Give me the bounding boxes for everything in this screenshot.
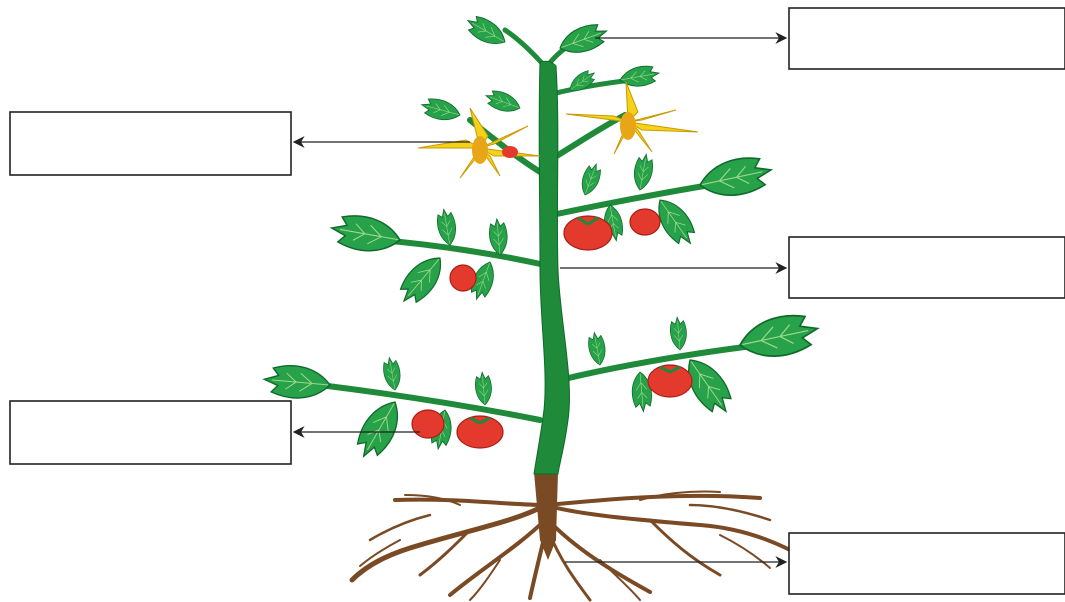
tomato [564,216,612,250]
tomato [630,209,660,235]
label-box-flower[interactable] [10,112,291,175]
tomato [412,410,444,438]
label-box-root[interactable] [789,533,1065,594]
label-box-fruit[interactable] [10,401,291,464]
roots [352,472,790,600]
tomato [648,365,692,397]
tomato [457,416,503,448]
label-box-leaf[interactable] [789,8,1065,69]
label-box-stem[interactable] [789,237,1065,298]
tomato [450,265,476,291]
flower [566,82,698,154]
